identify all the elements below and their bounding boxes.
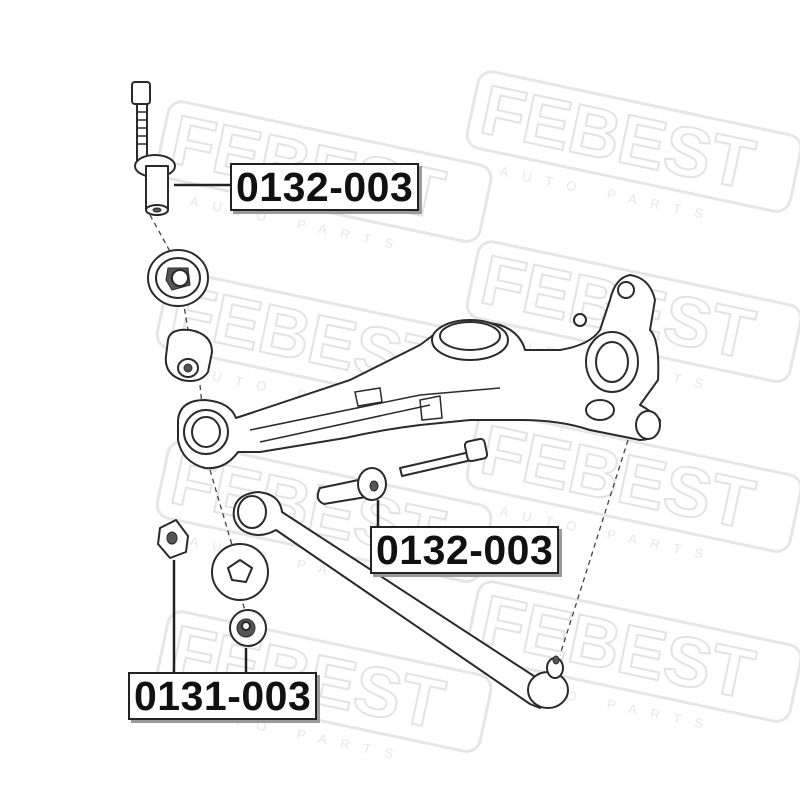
lateral-link[interactable] xyxy=(232,491,569,709)
lower-nut[interactable] xyxy=(157,519,189,559)
upper-bushing[interactable] xyxy=(147,249,209,307)
callout-lower[interactable]: 0131-003 xyxy=(128,672,318,720)
upper-sleeve[interactable] xyxy=(134,154,176,216)
upper-small-bushing[interactable] xyxy=(164,328,213,382)
lower-small-bushing[interactable] xyxy=(229,609,267,647)
callout-middle[interactable]: 0132-003 xyxy=(370,526,560,574)
lower-bushing[interactable] xyxy=(211,543,269,601)
watermark-logo: FEBEST xyxy=(475,70,761,204)
middle-pin[interactable] xyxy=(316,467,387,505)
long-bolt[interactable] xyxy=(399,437,489,477)
trailing-arm[interactable] xyxy=(177,274,661,470)
callout-upper[interactable]: 0132-003 xyxy=(230,163,420,211)
callout-leaders xyxy=(172,183,380,672)
upper-bolt[interactable] xyxy=(131,81,151,167)
